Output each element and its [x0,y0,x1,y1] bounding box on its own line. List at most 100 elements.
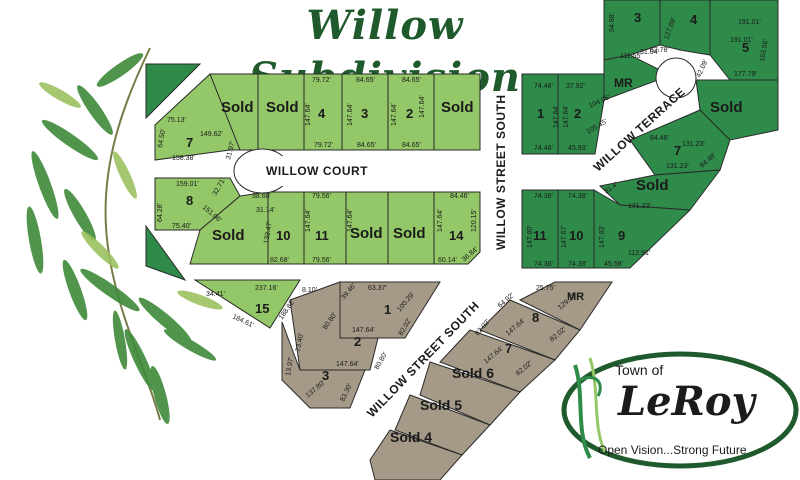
lot-15-shape[interactable] [193,279,301,329]
dim-l7c: 64.50' [157,129,167,149]
dim-d19: 84.48' [650,135,669,142]
gray-lot-label-sold-5: Sold 5 [420,397,462,413]
dim-d1: 74.48' [534,83,553,90]
dim-b7: 147.64' [305,209,312,232]
buffer-triangle-bottom [145,224,187,282]
dim-t7: 147.64' [419,95,426,118]
dim-b4: 120.15' [471,209,478,232]
dim-b8: 147.64' [347,209,354,232]
dim-d21: 131.23' [666,163,689,170]
dim-t8: 79.72' [314,142,333,149]
dim-d28: 147.80' [527,225,534,248]
gray-lot-label-2: 2 [354,334,361,349]
gray-lot-label-sold-6: Sold 6 [452,365,494,381]
dark-lot-label-9: 9 [618,228,625,243]
logo-tagline: Open Vision...Strong Future [598,443,747,457]
dark-lot-2-shape[interactable] [557,73,605,155]
lot-label-14: 14 [449,228,464,243]
dim-d8: 45.93' [568,145,587,152]
dim-d14: 191.01' [738,19,761,26]
dim-t10: 84.65' [402,142,421,149]
dark-lot-label-11: 11 [533,228,547,243]
dark-lot-label-sold-b: Sold [636,177,669,194]
dim-d9: 94.88' [609,13,616,32]
lot-label-sold-1: Sold [221,99,254,116]
dark-lot-sold-b-shape[interactable] [598,169,722,211]
lot-sold-b-shape[interactable] [433,73,481,151]
dim-l8e: 75.40' [172,223,191,230]
street-willow-court: WILLOW COURT [266,164,368,178]
dark-lot-3-shape[interactable] [603,0,661,61]
dim-b10: 82.68' [270,257,289,264]
gray-lots [281,281,613,480]
dim-d18: 177.79' [734,71,757,78]
dim-t1: 79.72' [312,77,331,84]
lot-3-shape[interactable] [341,73,389,151]
gray-lot-3-shape[interactable] [281,321,366,409]
dark-lot-9-shape[interactable] [593,189,692,269]
lot-label-4: 4 [318,106,326,121]
dim-t6: 147.64' [391,103,398,126]
dim-d7: 74.48' [534,145,553,152]
dark-lot-label-7: 7 [674,143,681,158]
dim-l7d: 158.38' [172,155,195,162]
logo-town-name: LeRoy [618,378,755,425]
lot-sold-a-shape[interactable] [257,73,305,151]
dim-d25: 112.91' [628,250,650,257]
light-lots-bottom [154,177,481,329]
dim-d29: 147.67' [561,225,568,248]
gray-lot-label-3: 3 [322,368,329,383]
town-logo [561,351,799,469]
dark-lot-7-shape[interactable] [629,109,731,176]
lot-label-sold-5: Sold [350,225,383,242]
willow-terrace-culdesac [655,57,697,99]
willow-court-road [270,156,480,186]
dim-t4: 147.64' [305,103,312,126]
dark-lot-sold-a-shape[interactable] [695,79,779,141]
lot-4-shape[interactable] [303,73,343,151]
dim-d4: 147.64' [553,105,560,128]
dim-t9: 84.65' [357,142,376,149]
dark-lot-10-shape[interactable] [557,189,595,269]
lot-14-shape[interactable] [433,191,481,265]
dark-lot-label-2: 2 [574,106,581,121]
dim-l7b: 149.62' [200,131,223,138]
lot-label-sold-4: Sold [212,227,245,244]
dim-l15c: 34.41' [206,291,225,298]
dim-g13: 25.75' [536,285,555,292]
dim-d20: 131.23' [682,141,705,148]
dim-l7a: 75.13' [167,117,186,124]
lot-sold-d-shape[interactable] [345,191,389,265]
logo-town-of: Town of [615,362,664,378]
dim-d30: 147.83' [599,225,606,248]
dim-b3: 84.46' [450,193,469,200]
dim-g8: 147.64' [336,361,359,368]
dim-b5: 31.14' [256,207,275,214]
dim-b6: 133.47' [263,221,274,245]
dim-b1: 38.60' [252,193,271,200]
lot-label-sold-6: Sold [393,225,426,242]
dim-g9: 80.80' [374,351,389,371]
dim-d10: 111.55' [620,53,642,60]
lot-label-3: 3 [361,106,368,121]
dim-g7: 73.40' [295,333,305,353]
dark-lot-4-shape[interactable] [659,0,711,56]
dark-lot-label-1: 1 [537,106,544,121]
gray-lot-4-shape[interactable] [369,429,463,480]
dim-d17: 42.09' [695,59,709,79]
dim-l7e: 31.97' [225,140,237,160]
gray-lot-label-8: 8 [532,310,539,325]
dim-l8c: 64.28' [157,203,164,222]
dark-lot-label-4: 4 [690,12,698,27]
dark-lot-11-shape[interactable] [521,189,559,269]
lot-11-shape[interactable] [303,191,347,265]
dark-lot-label-10: 10 [569,228,583,243]
dim-d16: 163.56' [759,39,770,63]
dark-lot-1-shape[interactable] [521,73,559,155]
dim-l8a: 159.01' [176,181,199,188]
lot-2-shape[interactable] [387,73,435,151]
lot-sold-e-shape[interactable] [387,191,435,265]
dim-d24: 131.23' [628,203,651,210]
dim-t5: 147.64' [347,103,354,126]
dim-b9: 147.64' [437,209,444,232]
